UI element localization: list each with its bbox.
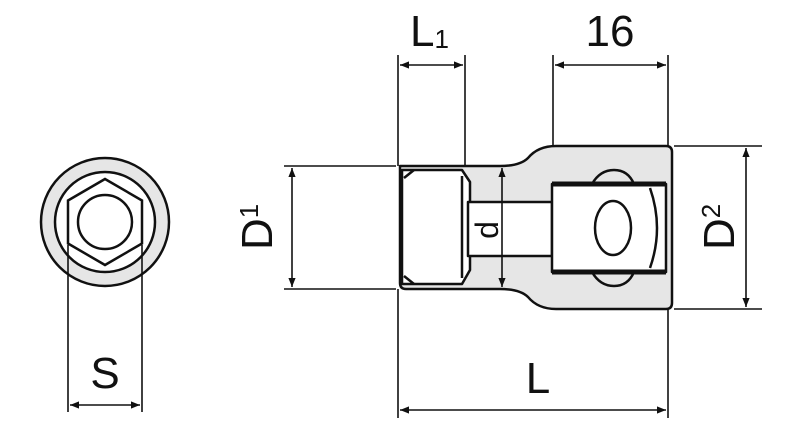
end-view bbox=[39, 156, 171, 288]
cross-hole bbox=[593, 199, 633, 257]
label-top-dim: 16 bbox=[586, 7, 635, 56]
label-d2-main: D bbox=[695, 218, 744, 250]
label-d1-sub: 1 bbox=[234, 204, 264, 218]
s-dimension bbox=[67, 245, 143, 412]
label-d2-sub: 2 bbox=[696, 204, 726, 218]
label-d1-main: D bbox=[233, 218, 282, 250]
label-l1-main: L bbox=[410, 7, 434, 56]
dimension-lines bbox=[288, 61, 750, 414]
drive-right-arc bbox=[648, 187, 659, 269]
detent-top bbox=[590, 168, 636, 185]
side-view bbox=[398, 144, 674, 311]
label-l1: L1 bbox=[410, 7, 449, 56]
small-hex-chamfer bbox=[403, 169, 464, 285]
label-d1: D1 bbox=[233, 204, 282, 250]
small-hex-socket bbox=[400, 168, 472, 286]
label-d2: D2 bbox=[695, 204, 744, 250]
label-l1-sub: 1 bbox=[434, 24, 448, 54]
end-view-bore bbox=[76, 193, 134, 251]
extension-lines bbox=[284, 55, 762, 418]
neck-bore bbox=[466, 200, 554, 258]
label-s: S bbox=[90, 349, 119, 398]
detent-bottom bbox=[590, 271, 636, 288]
label-l: L bbox=[526, 354, 550, 403]
label-d-small: d bbox=[469, 221, 505, 239]
